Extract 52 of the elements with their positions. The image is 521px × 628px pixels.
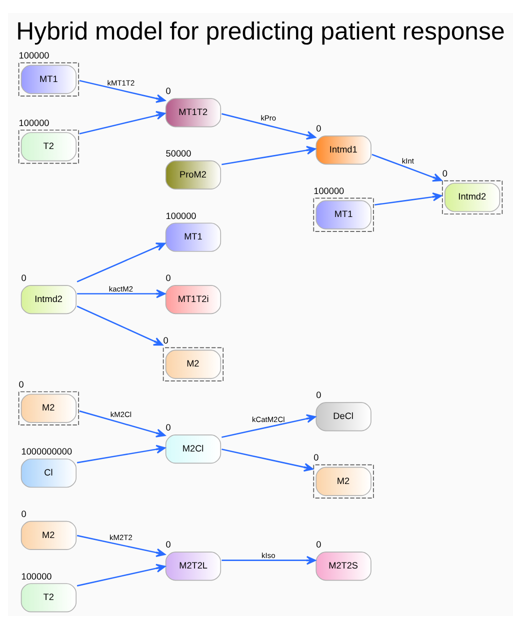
node-label: 100000 — [314, 185, 344, 196]
edge-label: kMT1T2 — [107, 78, 135, 87]
node-box: MT1 — [313, 197, 374, 232]
arrow — [222, 112, 316, 140]
arrow — [79, 410, 166, 437]
arrow — [76, 534, 166, 557]
node-label: 0 — [442, 168, 448, 178]
node-label: 1000000000 — [21, 446, 72, 456]
arrow — [222, 414, 316, 438]
arrow — [76, 242, 166, 282]
edge-label: kM2Cl — [110, 409, 132, 418]
edge-label: kInt — [402, 156, 414, 165]
node-label: 100000 — [18, 117, 50, 128]
node-label: 100000 — [18, 50, 50, 60]
node-label: 50000 — [166, 148, 192, 158]
node-label: 0 — [166, 539, 171, 550]
arrow — [374, 192, 442, 206]
edge-label: kIso — [262, 550, 276, 560]
node-label: 0 — [314, 452, 319, 462]
edge-label: kM2T2 — [110, 532, 132, 542]
edge-label: kCatM2Cl — [252, 414, 285, 424]
arrow — [76, 305, 164, 346]
arrow — [372, 153, 442, 182]
node-label: 0 — [166, 422, 171, 432]
node-box: M2 — [18, 390, 80, 425]
node-box: T2 — [18, 129, 80, 164]
node-label: 0 — [18, 378, 24, 389]
arrow — [76, 563, 166, 586]
diagram-title: Hybrid model for predicting patient response — [16, 17, 505, 46]
arrow — [222, 448, 314, 472]
node-label: 100000 — [21, 570, 52, 581]
edge-label: kactM2 — [108, 284, 133, 293]
node-box: MT1 — [18, 62, 80, 96]
node-label: 0 — [163, 334, 168, 345]
arrow — [76, 444, 166, 463]
node-label: 0 — [316, 539, 322, 550]
node-label: 0 — [316, 390, 322, 400]
arrow — [222, 555, 316, 564]
node-label: 0 — [21, 508, 26, 518]
node-box: M2 — [313, 464, 374, 498]
node-label: 0 — [166, 86, 171, 96]
node-label: 100000 — [166, 210, 196, 220]
node-label: 0 — [166, 272, 171, 283]
arrow — [77, 288, 166, 298]
node-label: 0 — [21, 272, 26, 283]
arrow — [222, 145, 316, 165]
node-box: M2 — [162, 346, 224, 381]
edge-label: kPro — [260, 112, 276, 122]
node-box: Intmd2 — [442, 180, 503, 214]
arrow — [79, 79, 166, 102]
node-label: 0 — [316, 123, 322, 134]
arrow — [79, 110, 166, 134]
